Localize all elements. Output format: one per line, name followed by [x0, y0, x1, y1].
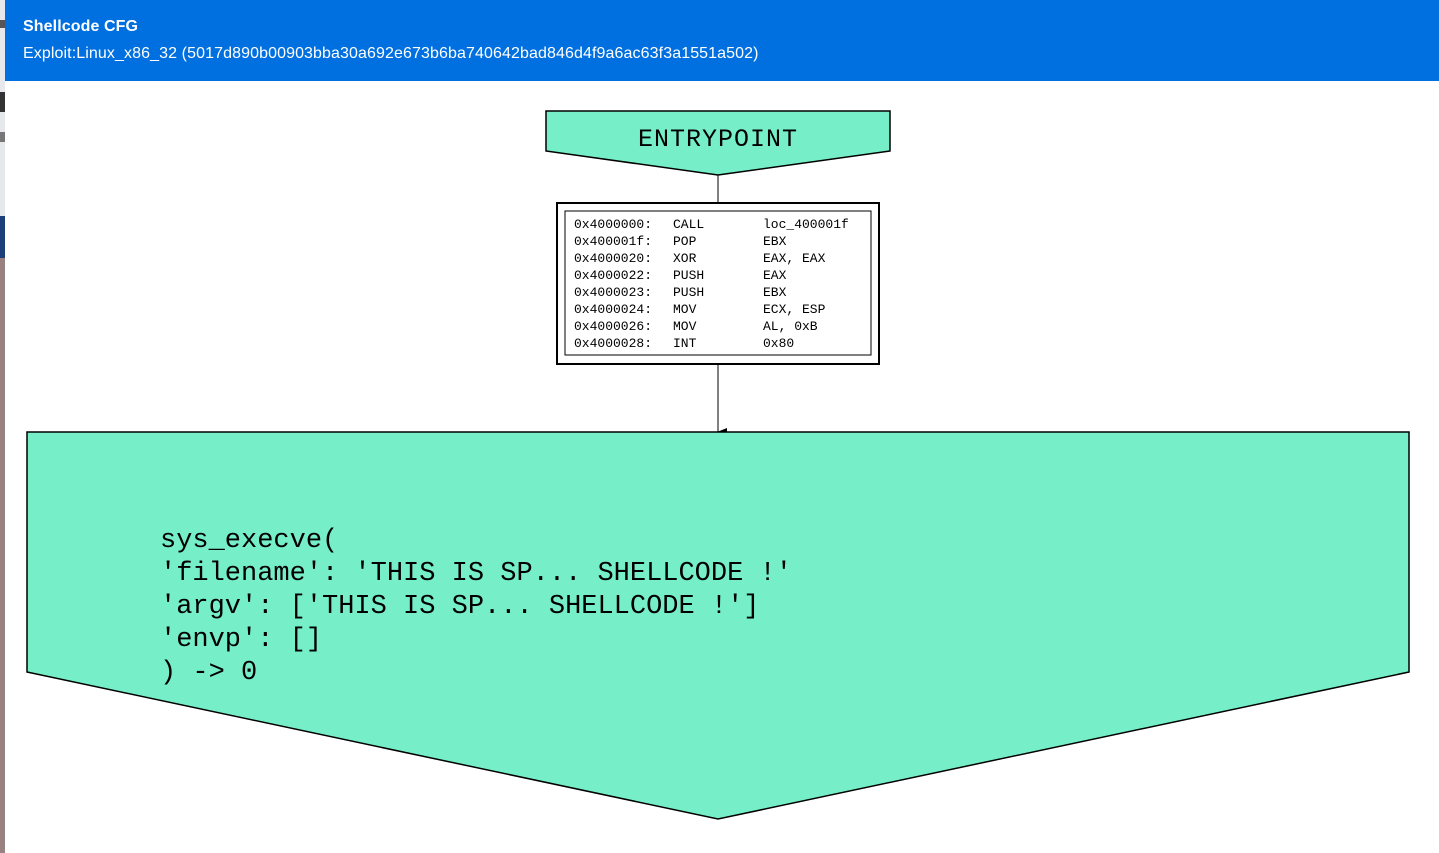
syscall-line: 'argv': ['THIS IS SP... SHELLCODE !']: [160, 592, 760, 622]
instruction-address: 0x4000000:: [574, 217, 652, 232]
basic-block-inner: [564, 210, 872, 356]
syscall-text: sys_execve( 'filename': 'THIS IS SP... S…: [160, 526, 792, 688]
entrypoint-label: ENTRYPOINT: [638, 125, 798, 154]
instruction-address: 0x4000023:: [574, 285, 652, 300]
syscall-shape: [26, 431, 1410, 820]
instruction-operands: EBX: [763, 234, 787, 249]
instruction-operands: EAX: [763, 268, 787, 283]
modal-title: Shellcode CFG: [23, 18, 139, 35]
instruction-mnemonic: PUSH: [673, 285, 704, 300]
instruction-mnemonic: XOR: [673, 251, 697, 266]
basic-block-node[interactable]: 0x4000000: CALL loc_400001f 0x400001f: POP EB…: [556, 202, 880, 365]
entrypoint-shape: [545, 110, 891, 176]
instruction-mnemonic: MOV: [673, 302, 697, 317]
instruction-mnemonic: POP: [673, 234, 697, 249]
instruction-operands: EAX, EAX: [763, 251, 826, 266]
entrypoint-node[interactable]: ENTRYPOINT: [545, 110, 891, 176]
shellcode-cfg-modal: Shellcode CFG Exploit:Linux_x86_32 (5017…: [5, 0, 1439, 853]
instruction-mnemonic: INT: [673, 336, 697, 351]
instruction-operands: EBX: [763, 285, 787, 300]
instruction-address: 0x400001f:: [574, 234, 652, 249]
syscall-line: sys_execve(: [160, 526, 338, 556]
instruction-mnemonic: PUSH: [673, 268, 704, 283]
instruction-operands: ECX, ESP: [763, 302, 826, 317]
instruction-operands: loc_400001f: [763, 217, 849, 232]
instruction-address: 0x4000022:: [574, 268, 652, 283]
instruction-operands: 0x80: [763, 336, 794, 351]
syscall-line: 'envp': []: [160, 625, 322, 655]
syscall-line: 'filename': 'THIS IS SP... SHELLCODE !': [160, 559, 792, 589]
instruction-address: 0x4000026:: [574, 319, 652, 334]
instruction-address: 0x4000020:: [574, 251, 652, 266]
syscall-node[interactable]: sys_execve( 'filename': 'THIS IS SP... S…: [26, 431, 1410, 820]
instruction-mnemonic: CALL: [673, 217, 704, 232]
instruction-address: 0x4000028:: [574, 336, 652, 351]
modal-subtitle: Exploit:Linux_x86_32 (5017d890b00903bba3…: [23, 45, 759, 62]
modal-header: Shellcode CFG Exploit:Linux_x86_32 (5017…: [5, 0, 1439, 81]
instruction-address: 0x4000024:: [574, 302, 652, 317]
instruction-list: 0x4000000: CALL loc_400001f 0x400001f: POP EB…: [574, 217, 849, 351]
instruction-mnemonic: MOV: [673, 319, 697, 334]
instruction-operands: AL, 0xB: [763, 319, 818, 334]
background-app-strip: [0, 0, 5, 853]
syscall-line: ) -> 0: [160, 658, 257, 688]
